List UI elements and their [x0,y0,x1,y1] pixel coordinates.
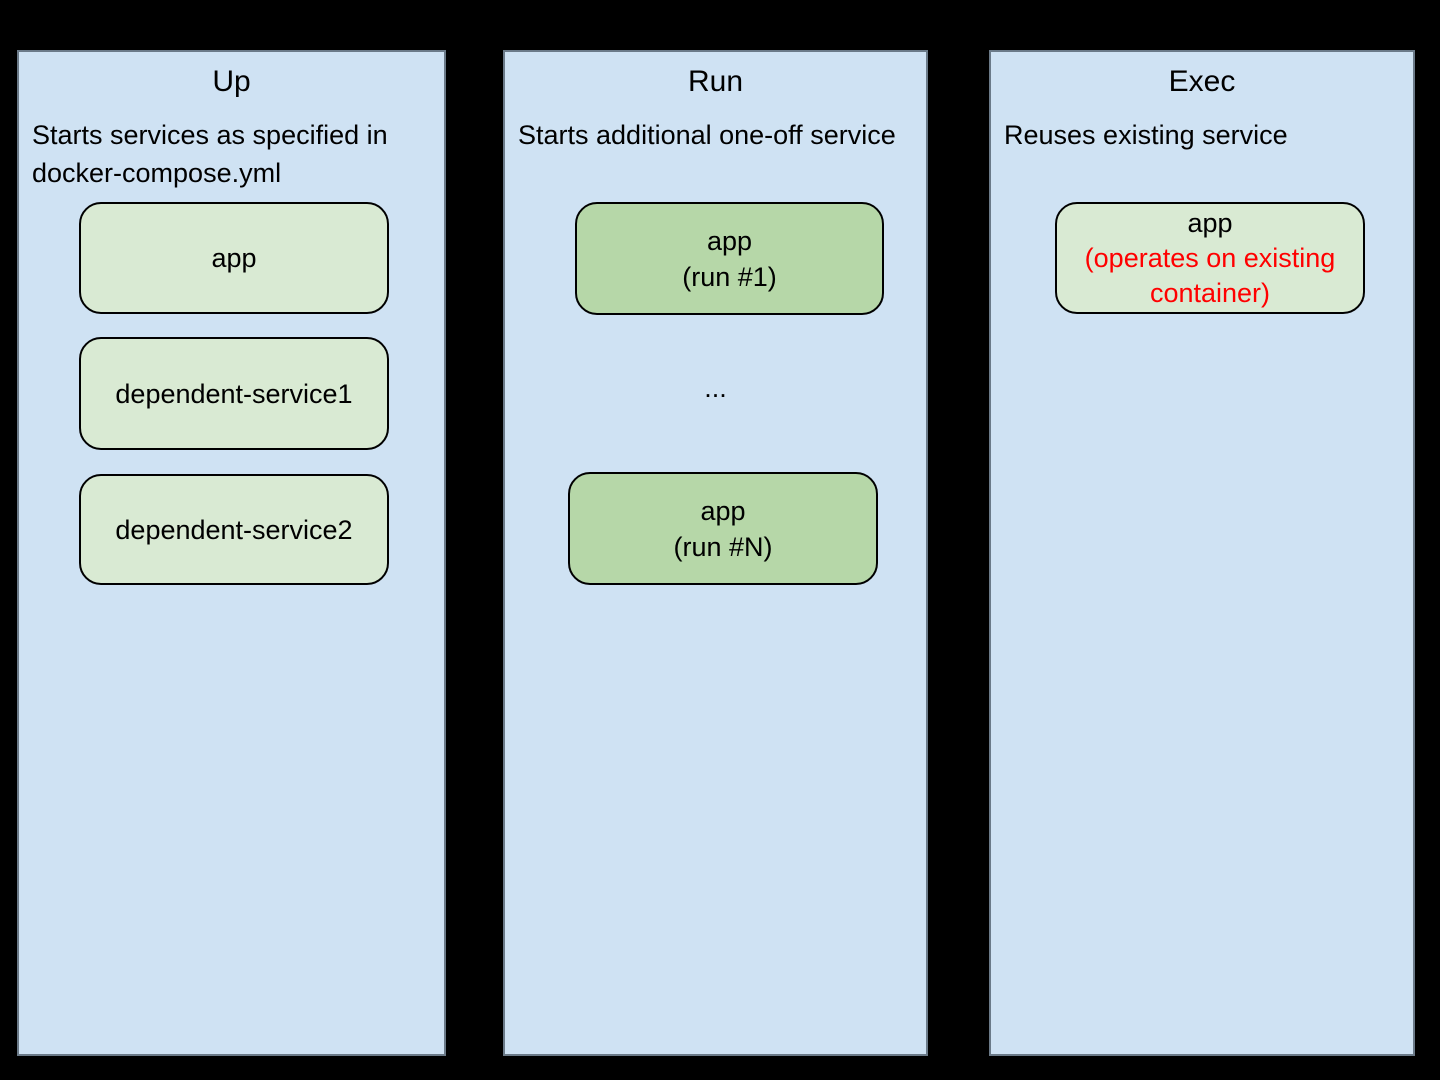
service-box-app-exec-label: app [1187,207,1233,238]
service-box-app-run-n: app (run #N) [568,472,878,585]
service-box-app-label: app [211,243,257,273]
panel-exec-title: Exec [1168,65,1236,98]
panel-up-description: Starts services as specified in docker-c… [32,120,388,188]
panel-exec: Exec Reuses existing service app (operat… [989,50,1415,1056]
service-box-app: app [79,202,389,314]
panel-exec-description: Reuses existing service [1004,120,1288,150]
service-box-app-run-1: app (run #1) [575,202,884,315]
panel-run-description: Starts additional one-off service [518,120,896,150]
service-box-app-run-n-line1: app [700,495,746,526]
service-box-dependent-service2: dependent-service2 [79,474,389,585]
service-box-dependent-service1: dependent-service1 [79,337,389,450]
service-box-dependent-service2-label: dependent-service2 [115,514,353,545]
service-box-app-exec: app (operates on existing container) [1055,202,1365,314]
service-box-app-run-1-line2: (run #1) [682,261,777,292]
panel-run: Run Starts additional one-off service ap… [503,50,928,1056]
run-repetition-ellipsis: ... [704,373,727,403]
panel-up-title: Up [212,65,251,98]
service-box-app-exec-warning: (operates on existing container) [1084,242,1336,308]
panel-up: Up Starts services as specified in docke… [17,50,446,1056]
panel-run-title: Run [687,65,744,98]
service-box-dependent-service1-label: dependent-service1 [115,378,353,409]
service-box-app-run-1-line1: app [706,225,753,256]
service-box-app-run-n-line2: (run #N) [673,531,773,562]
